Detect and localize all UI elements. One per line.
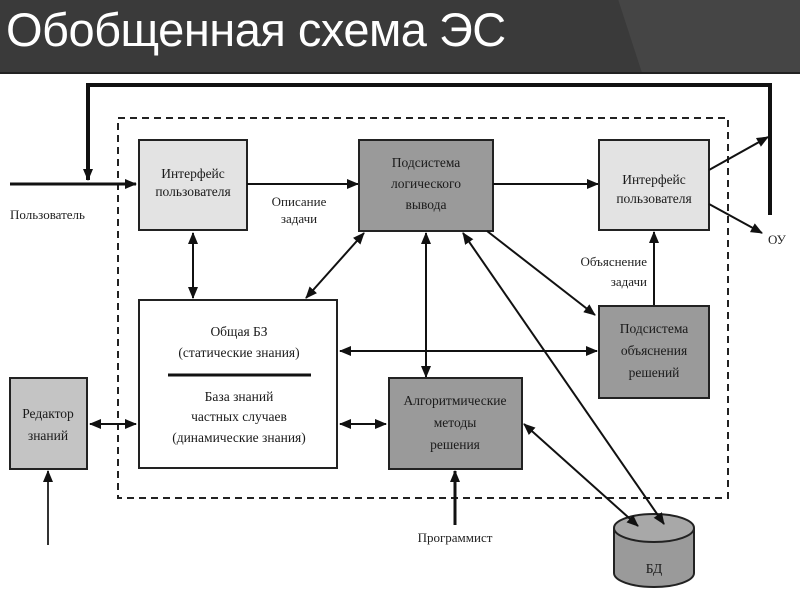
ui-input-block: Интерфейс пользователя bbox=[138, 139, 248, 231]
system-boundary bbox=[117, 117, 729, 499]
programmer-label: Программист bbox=[418, 530, 493, 545]
inference-block: Подсистема логического вывода bbox=[358, 139, 494, 232]
feedback-line bbox=[83, 83, 772, 215]
inference-line-1: Подсистема bbox=[392, 155, 461, 170]
task-description-line-2: задачи bbox=[281, 211, 317, 226]
algorithms-line-2: методы bbox=[434, 415, 477, 430]
arrow-inference-db bbox=[462, 232, 665, 525]
algorithms-line-1: Алгоритмические bbox=[404, 393, 507, 408]
kb-general-line-2: (статические знания) bbox=[178, 345, 299, 360]
task-explanation-line-1: Объяснение bbox=[580, 254, 647, 269]
editor-line-1: Редактор bbox=[22, 406, 74, 421]
kb-general-line-1: Общая БЗ bbox=[210, 324, 267, 339]
inference-line-2: логического bbox=[391, 176, 461, 191]
ou-label: ОУ bbox=[768, 232, 787, 247]
editor-line-2: знаний bbox=[28, 428, 68, 443]
explanation-line-2: объяснения bbox=[621, 343, 687, 358]
explanation-line-3: решений bbox=[629, 365, 680, 380]
ui-input-line-2: пользователя bbox=[155, 184, 230, 199]
explanation-line-1: Подсистема bbox=[620, 321, 689, 336]
explanation-block: Подсистема объяснения решений bbox=[598, 305, 710, 399]
kb-cases-line-2: частных случаев bbox=[191, 409, 287, 424]
ui-output-block: Интерфейс пользователя bbox=[598, 139, 710, 231]
database-cylinder: БД bbox=[613, 513, 695, 588]
page-title: Обобщенная схема ЭС bbox=[6, 3, 506, 56]
arrow-algorithms-db bbox=[523, 423, 639, 527]
algorithms-block: Алгоритмические методы решения bbox=[388, 377, 523, 470]
user-label: Пользователь bbox=[10, 207, 85, 222]
kb-cases-line-3: (динамические знания) bbox=[172, 430, 306, 445]
knowledge-editor-block: Редактор знаний bbox=[9, 377, 88, 470]
slide-header: Обобщенная схема ЭС bbox=[0, 0, 800, 72]
kb-cases-line-1: База знаний bbox=[205, 389, 274, 404]
task-explanation-line-2: задачи bbox=[611, 274, 647, 289]
arrow-to-feedback bbox=[708, 136, 769, 171]
ui-input-line-1: Интерфейс bbox=[161, 166, 225, 181]
knowledge-base-block: Общая БЗ (статические знания) База знани… bbox=[138, 299, 338, 469]
ui-output-line-2: пользователя bbox=[616, 191, 691, 206]
header-divider bbox=[0, 72, 800, 74]
arrow-to-ou bbox=[708, 203, 763, 234]
arrow-inference-to-explanation bbox=[486, 230, 596, 316]
algorithms-line-3: решения bbox=[430, 437, 480, 452]
db-label: БД bbox=[646, 561, 662, 576]
inference-line-3: вывода bbox=[406, 197, 447, 212]
feedback-loop bbox=[83, 83, 772, 215]
task-description-line-1: Описание bbox=[272, 194, 327, 209]
ui-output-line-1: Интерфейс bbox=[622, 172, 686, 187]
arrow-inference-kb bbox=[305, 232, 365, 299]
